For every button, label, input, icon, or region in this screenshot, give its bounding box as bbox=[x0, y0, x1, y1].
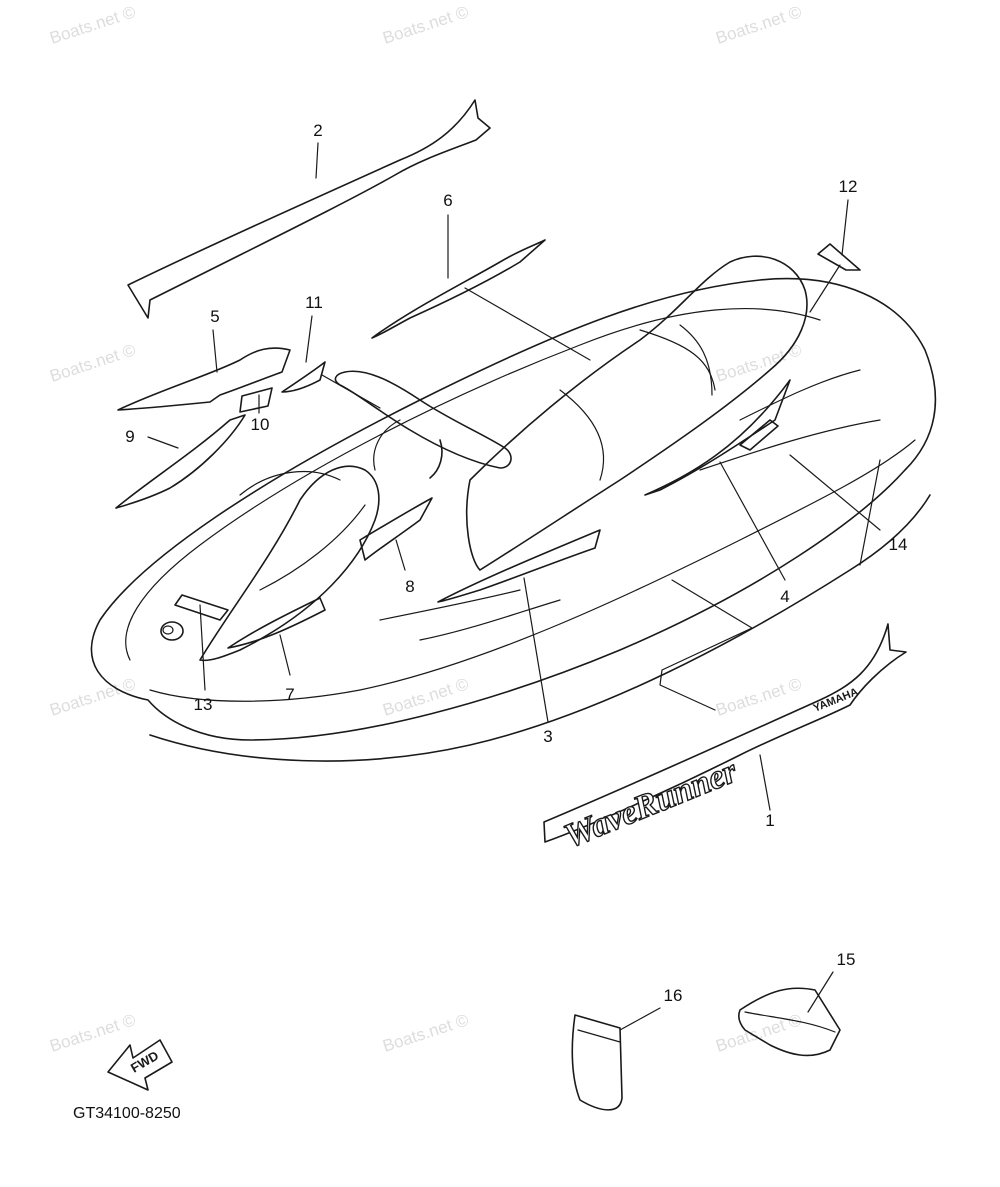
callout-15: 15 bbox=[837, 950, 856, 969]
decal-2-shape bbox=[127, 99, 491, 319]
loose-decals bbox=[115, 99, 861, 509]
decal-10-shape bbox=[239, 387, 273, 413]
watermark: Boats.net © bbox=[713, 1010, 804, 1056]
decal-6-shape bbox=[371, 239, 546, 339]
callout-1: 1 bbox=[765, 811, 774, 830]
callout-9: 9 bbox=[125, 427, 134, 446]
hull-decals bbox=[174, 239, 791, 649]
leader-lines bbox=[147, 142, 881, 1031]
decal-5-shape bbox=[117, 347, 291, 411]
part-number-label: GT34100-8250 bbox=[73, 1105, 181, 1122]
callout-8: 8 bbox=[405, 577, 414, 596]
watercraft-hull bbox=[90, 255, 937, 762]
watermark: Boats.net © bbox=[47, 340, 138, 386]
item-15-shape bbox=[738, 987, 841, 1057]
callout-5: 5 bbox=[210, 307, 219, 326]
watermark: Boats.net © bbox=[380, 2, 471, 48]
decal-7-shape bbox=[227, 597, 326, 649]
loose-items bbox=[571, 987, 841, 1111]
callout-16: 16 bbox=[664, 986, 683, 1005]
callout-labels: 1 2 3 4 5 6 7 8 9 10 11 12 13 14 15 16 bbox=[125, 121, 907, 1005]
callout-11: 11 bbox=[305, 293, 323, 312]
callout-4: 4 bbox=[780, 587, 789, 606]
fwd-direction-icon: FWD bbox=[107, 1039, 173, 1091]
watermark: Boats.net © bbox=[713, 2, 804, 48]
callout-10: 10 bbox=[251, 415, 270, 434]
decal-14-shape bbox=[739, 419, 779, 451]
watermark: Boats.net © bbox=[47, 2, 138, 48]
item-16-shape bbox=[571, 1014, 623, 1111]
decal-12-shape bbox=[817, 243, 861, 271]
decal-11-shape bbox=[281, 361, 326, 393]
decal-8-shape bbox=[359, 497, 433, 561]
callout-6: 6 bbox=[443, 191, 452, 210]
decal-3-shape bbox=[437, 529, 601, 603]
callout-14: 14 bbox=[889, 535, 908, 554]
decal-4-shape bbox=[644, 379, 791, 496]
callout-7: 7 bbox=[285, 685, 294, 704]
decal-9-shape bbox=[115, 414, 246, 509]
callout-3: 3 bbox=[543, 727, 552, 746]
callout-12: 12 bbox=[839, 177, 858, 196]
watermark: Boats.net © bbox=[47, 674, 138, 720]
watermark: Boats.net © bbox=[380, 674, 471, 720]
decal-13-shape bbox=[174, 594, 229, 621]
watermark: Boats.net © bbox=[380, 1010, 471, 1056]
callout-2: 2 bbox=[313, 121, 322, 140]
watermark: Boats.net © bbox=[47, 1010, 138, 1056]
callout-13: 13 bbox=[194, 695, 213, 714]
decal-1-shape bbox=[543, 623, 907, 843]
